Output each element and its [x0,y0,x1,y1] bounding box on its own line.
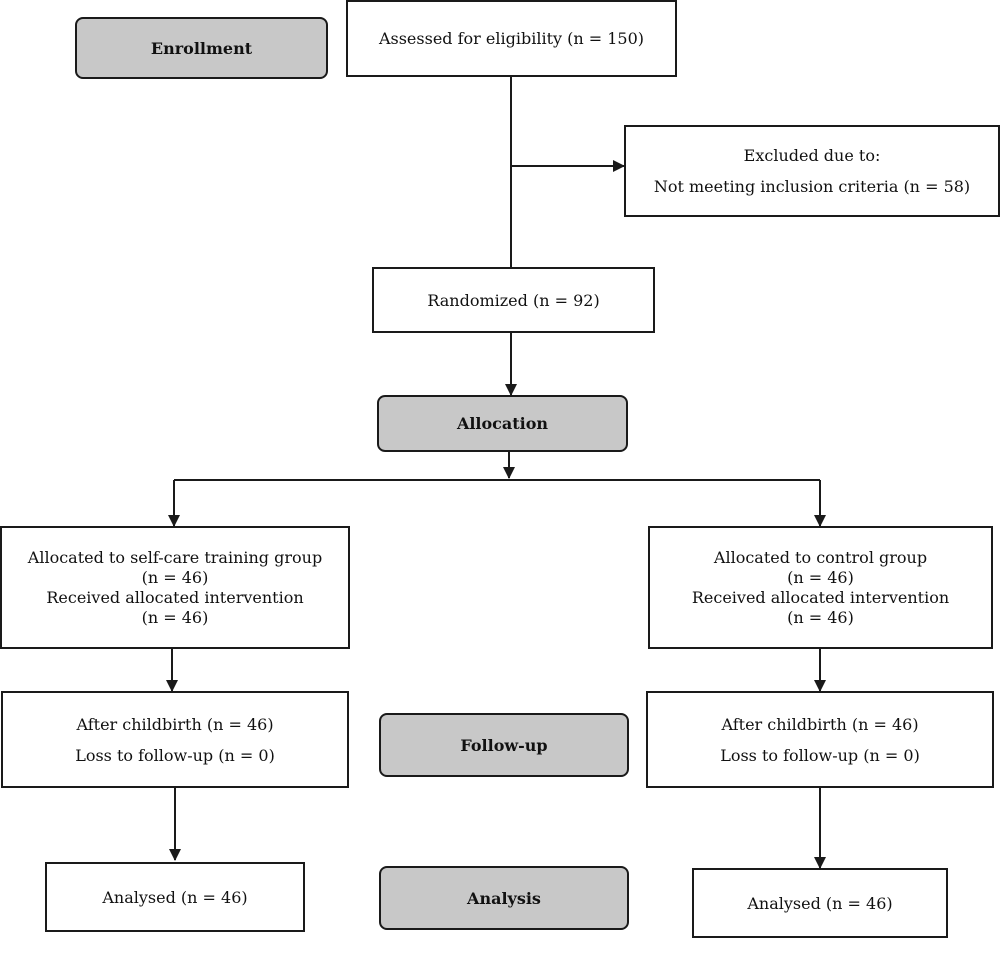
intervention-analysed-box: Analysed (n = 46) [45,862,305,932]
intervention-followup-box: After childbirth (n = 46) Loss to follow… [1,691,349,788]
intervention-received-n: (n = 46) [141,607,209,627]
randomized-box: Randomized (n = 92) [372,267,655,333]
control-received-n: (n = 46) [787,607,854,627]
intervention-loss-followup: Loss to follow-up (n = 0) [75,745,275,765]
control-received-text: Received allocated intervention [691,587,950,607]
stage-followup: Follow-up [379,713,629,777]
intervention-allocated-box: Allocated to self-care training group (n… [0,526,350,649]
excluded-reason: Not meeting inclusion criteria (n = 58) [653,177,971,196]
control-analysed-text: Analysed (n = 46) [747,893,893,913]
stage-enrollment: Enrollment [75,17,328,79]
control-after-childbirth: After childbirth (n = 46) [721,714,919,734]
stage-enrollment-label: Enrollment [150,38,253,58]
stage-allocation: Allocation [377,395,628,452]
intervention-after-childbirth: After childbirth (n = 46) [76,714,274,734]
control-analysed-box: Analysed (n = 46) [692,868,948,938]
control-followup-box: After childbirth (n = 46) Loss to follow… [646,691,994,788]
stage-analysis-label: Analysis [467,888,541,908]
assessed-text: Assessed for eligibility (n = 150) [378,29,645,48]
control-loss-followup: Loss to follow-up (n = 0) [720,745,920,765]
stage-analysis: Analysis [379,866,629,930]
stage-allocation-label: Allocation [456,414,549,433]
excluded-box: Excluded due to: Not meeting inclusion c… [624,125,1000,217]
intervention-received-text: Received allocated intervention [46,587,304,607]
randomized-text: Randomized (n = 92) [427,290,600,310]
intervention-allocated-text: Allocated to self-care training group [27,547,323,567]
control-allocated-n: (n = 46) [787,567,854,587]
stage-followup-label: Follow-up [460,735,548,755]
excluded-heading: Excluded due to: [743,146,881,165]
intervention-analysed-text: Analysed (n = 46) [102,887,248,907]
control-allocated-text: Allocated to control group [713,547,928,567]
assessed-box: Assessed for eligibility (n = 150) [346,0,677,77]
intervention-allocated-n: (n = 46) [141,567,209,587]
control-allocated-box: Allocated to control group (n = 46) Rece… [648,526,993,649]
